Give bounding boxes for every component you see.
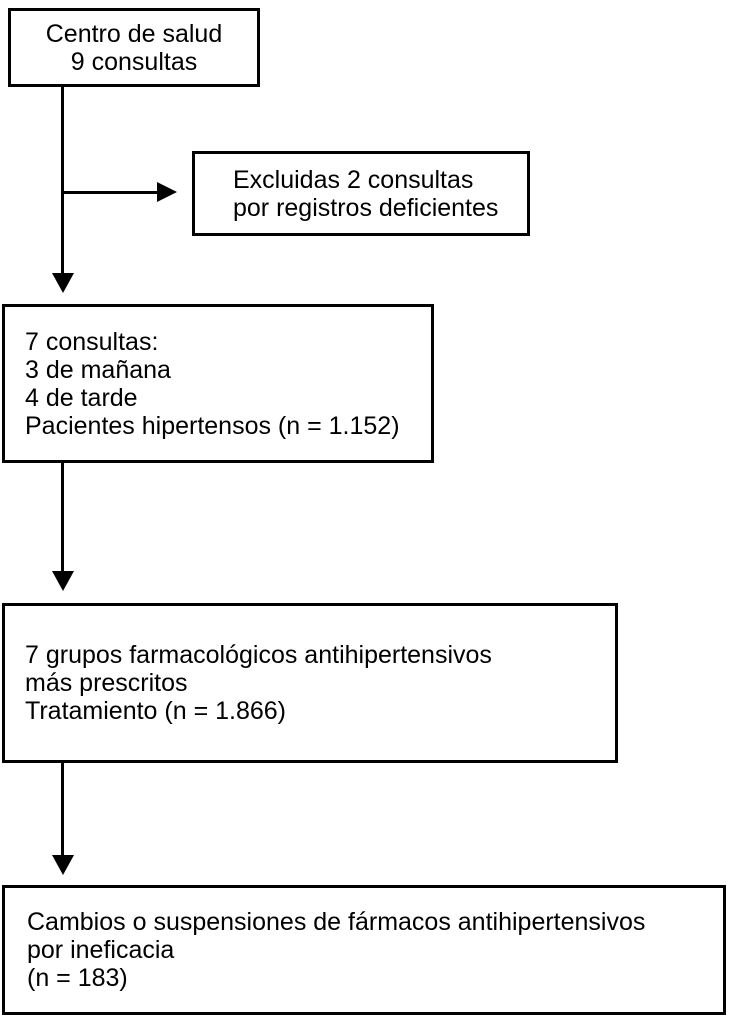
box-text-line: Centro de salud — [45, 19, 223, 48]
connector-line-vertical-2 — [61, 462, 64, 572]
box-text-line: (n = 183) — [27, 964, 128, 992]
flow-box-cambios-suspensiones: Cambios o suspensiones de fármacos antih… — [2, 885, 726, 1015]
arrowhead-right-icon — [157, 182, 177, 202]
box-text-line: 7 grupos farmacológicos antihipertensivo… — [25, 641, 492, 669]
arrowhead-down-icon — [52, 855, 74, 875]
flow-box-grupos-farmacologicos: 7 grupos farmacológicos antihipertensivo… — [2, 603, 618, 763]
flow-box-7-consultas: 7 consultas: 3 de mañana 4 de tarde Paci… — [2, 304, 434, 463]
box-text-line: por ineficacia — [27, 936, 175, 964]
box-text-line: Excluidas 2 consultas — [233, 165, 474, 194]
box-text-line: 7 consultas: — [25, 327, 159, 356]
flow-box-excluidas: Excluidas 2 consultas por registros defi… — [192, 151, 530, 236]
box-text-line: más prescritos — [25, 669, 188, 697]
box-text-line: 3 de mañana — [25, 355, 171, 384]
box-text-line: Pacientes hipertensos (n = 1.152) — [25, 411, 400, 440]
arrowhead-down-icon — [52, 571, 74, 591]
arrowhead-down-icon — [52, 273, 74, 293]
connector-line-vertical-1 — [61, 87, 64, 274]
box-text-line: Tratamiento (n = 1.866) — [25, 697, 287, 725]
connector-line-vertical-3 — [61, 762, 64, 856]
box-text-line: 4 de tarde — [25, 383, 138, 412]
box-text-line: por registros deficientes — [233, 193, 499, 222]
connector-line-branch — [63, 191, 158, 194]
flow-box-centro-de-salud: Centro de salud 9 consultas — [8, 8, 260, 87]
box-text-line: 9 consultas — [70, 47, 198, 76]
box-text-line: Cambios o suspensiones de fármacos antih… — [27, 908, 646, 936]
